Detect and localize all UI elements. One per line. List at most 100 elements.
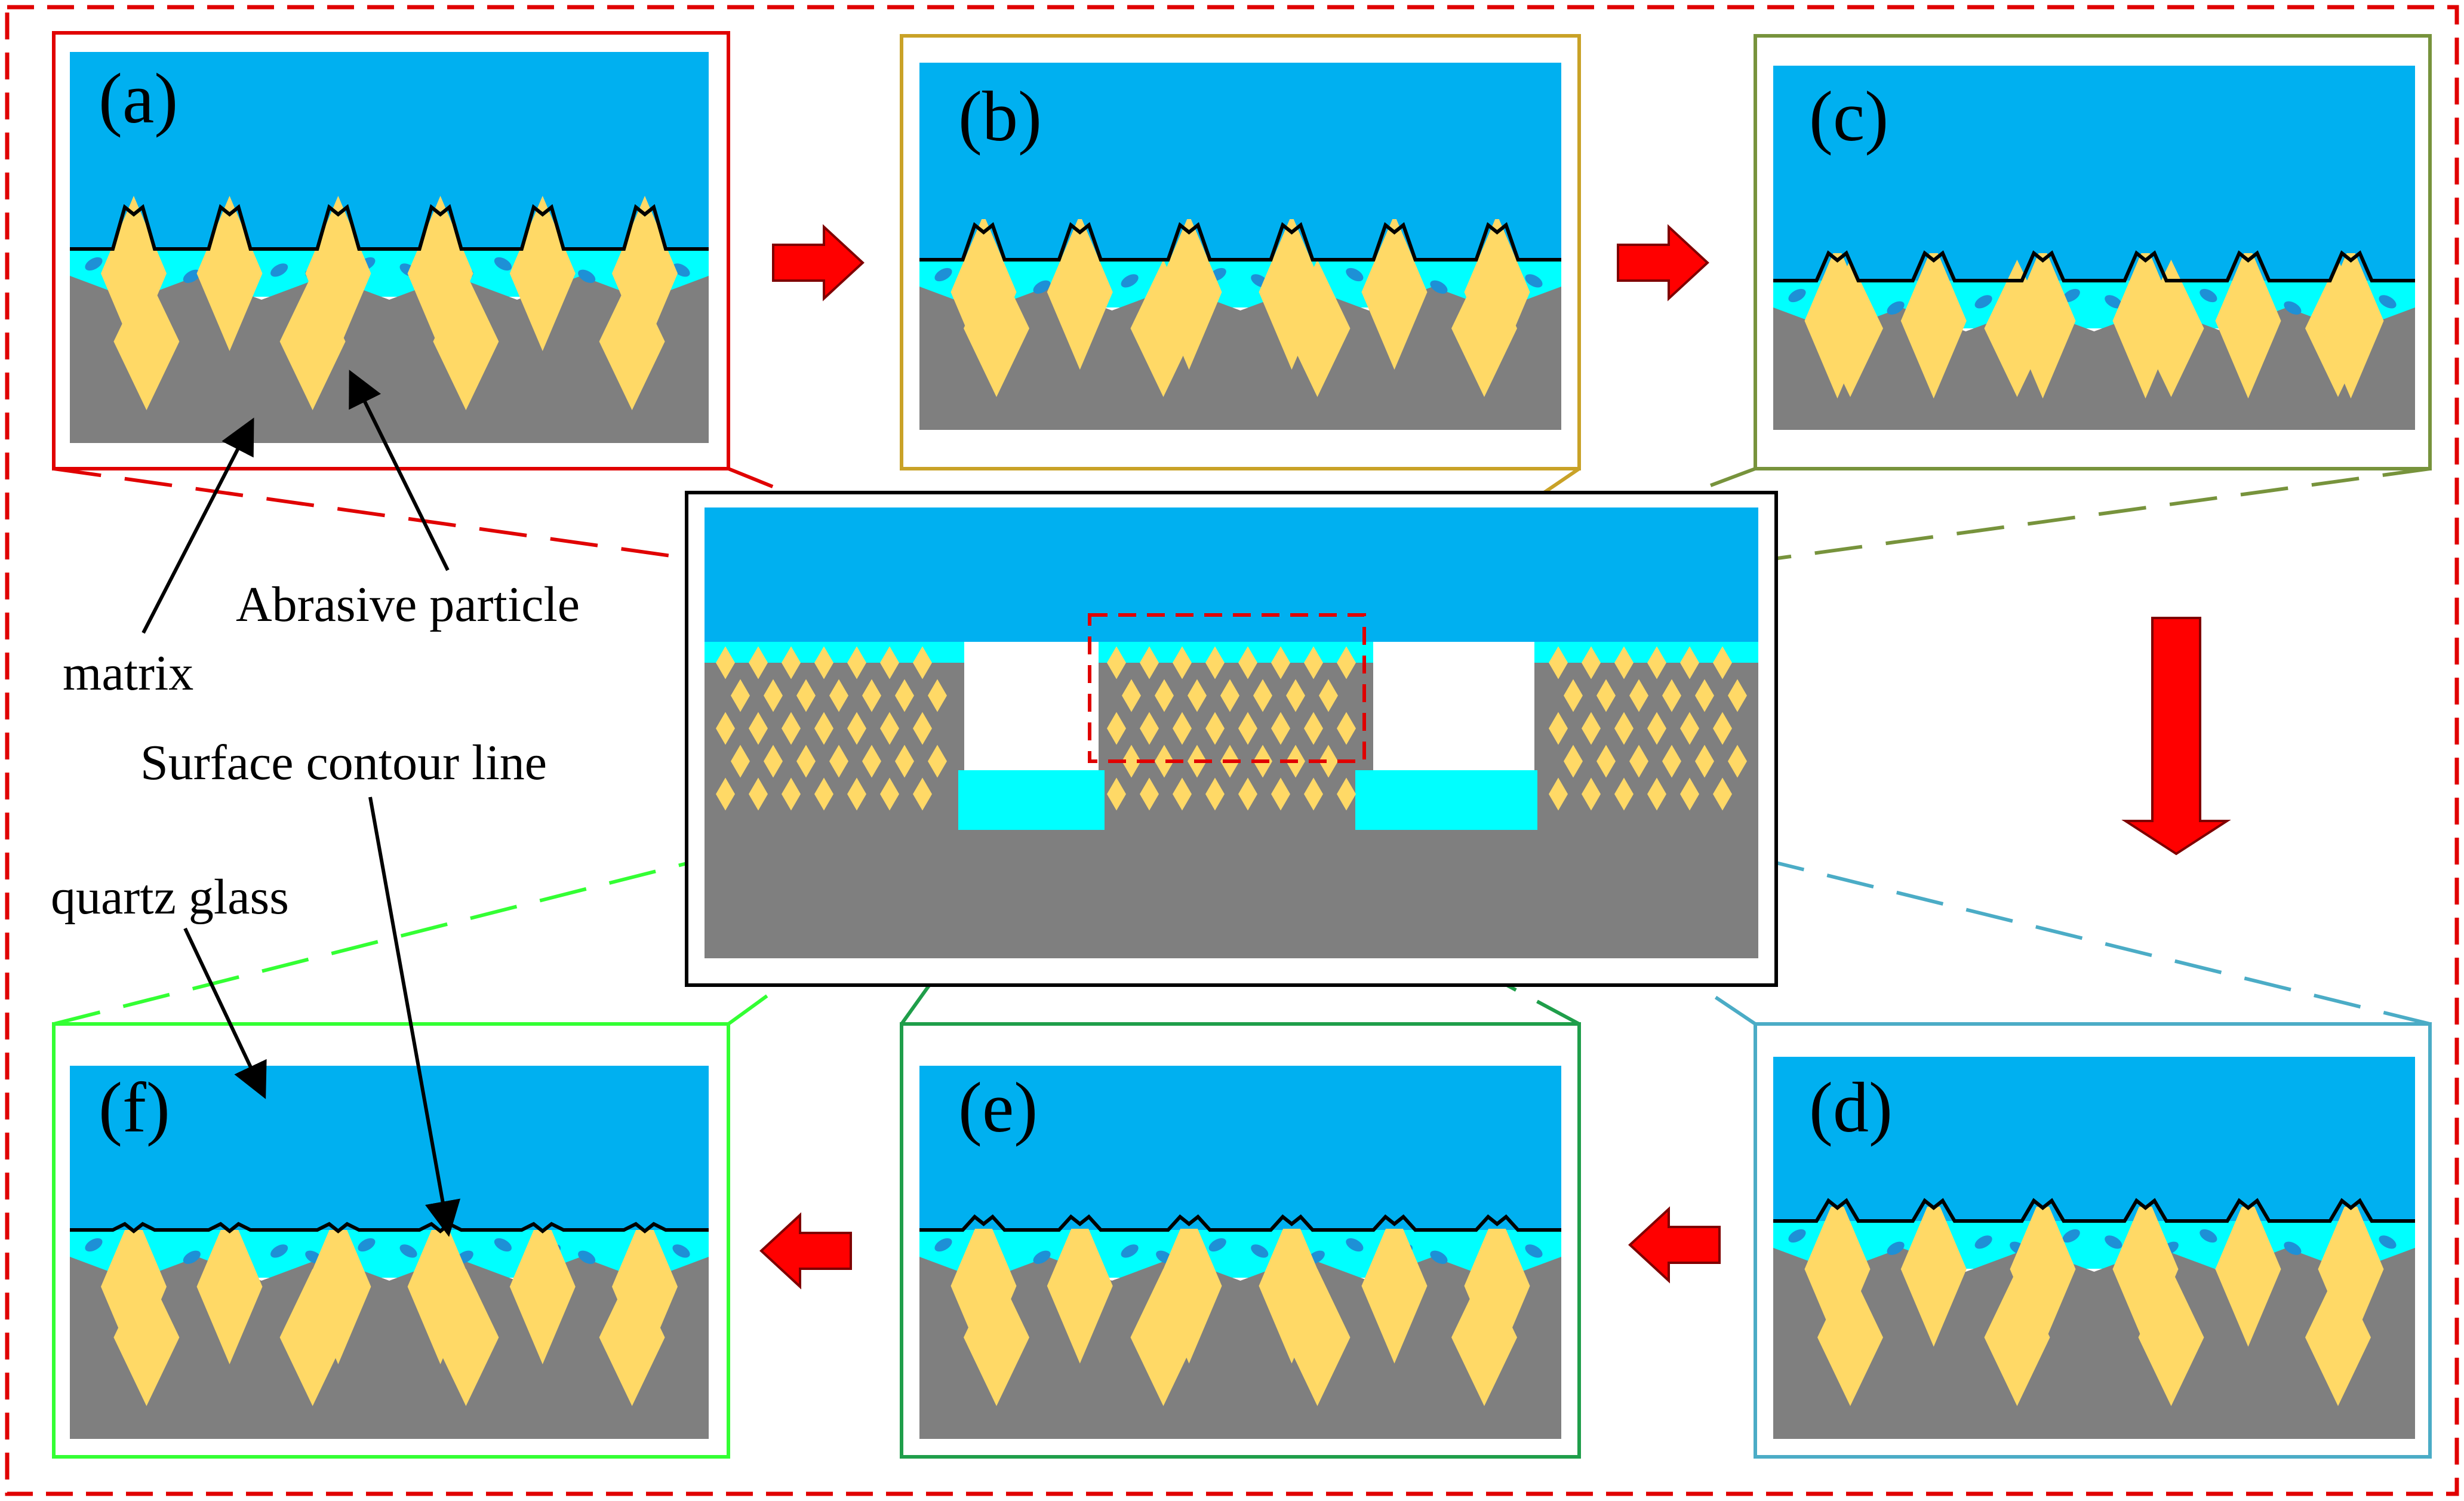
center-abrasive-particle	[913, 646, 932, 679]
protruding-abrasive-particle	[101, 1209, 167, 1364]
center-abrasive-particle	[1173, 777, 1192, 811]
coolant-droplet	[358, 1238, 376, 1252]
center-abrasive-particle	[814, 646, 833, 679]
center-abrasive-particle	[782, 712, 801, 745]
center-abrasive-particle	[1662, 745, 1681, 778]
coolant-droplet	[1525, 1244, 1543, 1258]
center-abrasive-particle	[928, 745, 947, 778]
center-abrasive-particle	[1122, 679, 1141, 712]
quartz-glass-label: quartz glass	[51, 869, 289, 925]
coolant-droplet	[1251, 1244, 1269, 1258]
coolant-droplet	[270, 1244, 288, 1258]
center-abrasive-particle	[895, 745, 914, 778]
center-abrasive-particle	[1614, 777, 1634, 811]
coolant-droplet	[934, 267, 952, 282]
center-abrasive-particle	[1549, 646, 1568, 679]
surface-contour-line	[919, 1214, 1561, 1232]
protruding-abrasive-particle	[1464, 214, 1530, 370]
center-abrasive-particle	[1173, 712, 1192, 745]
protruding-abrasive-particle	[612, 1209, 678, 1364]
center-abrasive-particle	[1155, 745, 1174, 778]
protruding-abrasive-particle	[2215, 1191, 2281, 1347]
center-abrasive-particle	[1564, 679, 1583, 712]
coolant-droplet	[1788, 288, 1806, 303]
quartz-glass-pointer-arrow	[183, 927, 267, 1099]
center-abrasive-particle	[928, 679, 947, 712]
coolant-droplet	[1033, 280, 1051, 294]
coolant-droplet	[1974, 1235, 1992, 1249]
matrix-label: matrix	[63, 645, 193, 701]
center-abrasive-particle	[1140, 712, 1159, 745]
panel-d	[1754, 1022, 2432, 1459]
protruding-abrasive-particle	[1156, 214, 1222, 370]
center-glass-layer	[705, 507, 1758, 642]
center-focus-region	[1088, 613, 1366, 763]
panel-label-f: (f)	[99, 1068, 170, 1147]
surface-contour-line	[1773, 1198, 2415, 1223]
coolant-droplet	[494, 257, 512, 271]
center-abrasive-particle	[796, 745, 816, 778]
center-coolant-band	[705, 642, 1758, 663]
center-abrasive-particle	[1205, 777, 1225, 811]
center-abrasive-particle	[1140, 777, 1159, 811]
coolant-droplet	[934, 1238, 952, 1252]
coolant-droplet	[183, 1250, 201, 1264]
center-groove-left	[964, 642, 1099, 770]
center-abrasive-particle	[1173, 646, 1192, 679]
center-abrasive-particle	[1713, 646, 1732, 679]
protruding-abrasive-particle	[1804, 243, 1871, 399]
protruding-abrasive-particle	[1259, 1208, 1325, 1364]
coolant-droplet	[2284, 1241, 2302, 1255]
center-abrasive-particle	[880, 712, 899, 745]
center-abrasive-particle	[1238, 712, 1257, 745]
center-abrasive-particle	[764, 745, 783, 778]
center-abrasive-particle	[1695, 745, 1714, 778]
protruding-abrasive-particle	[950, 214, 1017, 370]
coolant-droplet	[2105, 295, 2122, 309]
coolant-droplet	[2379, 1235, 2397, 1249]
panel-e	[900, 1022, 1581, 1459]
glass-overlay	[919, 63, 1561, 219]
protruding-abrasive-particle	[1361, 214, 1428, 370]
coolant-droplet	[578, 269, 596, 283]
center-abrasive-particle	[1647, 646, 1666, 679]
center-abrasive-particle	[1647, 777, 1666, 811]
surface-contour-line	[70, 1222, 709, 1234]
center-abrasive-particle	[829, 745, 848, 778]
protruding-abrasive-particle	[950, 1208, 1017, 1364]
coolant-droplet	[2062, 288, 2080, 303]
center-abrasive-particle	[749, 777, 768, 811]
center-abrasive-particle	[847, 777, 866, 811]
center-abrasive-particle	[782, 777, 801, 811]
center-abrasive-particle	[1680, 712, 1699, 745]
coolant-droplet	[2105, 1235, 2122, 1249]
center-abrasive-particle	[847, 712, 866, 745]
panel-label-d: (d)	[1809, 1068, 1893, 1147]
center-abrasive-particle	[862, 679, 881, 712]
protruding-abrasive-particle	[2215, 243, 2281, 399]
center-abrasive-particle	[1205, 646, 1225, 679]
protruding-abrasive-particle	[1156, 1208, 1222, 1364]
protruding-abrasive-particle	[2112, 243, 2179, 399]
abrasive-pointer-arrow	[349, 370, 450, 571]
center-abrasive-particle	[764, 679, 783, 712]
center-abrasive-particle	[1319, 745, 1338, 778]
contour-line-pointer-arrow	[368, 796, 461, 1237]
center-abrasive-particle	[1549, 712, 1568, 745]
coolant-droplet	[1121, 1244, 1139, 1258]
protruding-abrasive-particle	[305, 1209, 371, 1364]
center-abrasive-particle	[1647, 712, 1666, 745]
coolant-droplet	[1887, 1241, 1905, 1255]
coolant-droplet	[1887, 301, 1905, 315]
protruding-abrasive-particle	[1464, 1208, 1530, 1364]
center-abrasive-particle	[814, 712, 833, 745]
protruding-abrasive-particle	[1047, 1208, 1113, 1364]
coolant-droplet	[2062, 1229, 2080, 1243]
center-coolant-block-left	[958, 770, 1105, 830]
center-abrasive-particle	[1220, 679, 1239, 712]
flow-arrow-d-to-e	[1628, 1206, 1721, 1284]
center-abrasive-particle	[1662, 679, 1681, 712]
center-abrasive-particle	[1596, 745, 1616, 778]
panel-a	[52, 31, 730, 470]
